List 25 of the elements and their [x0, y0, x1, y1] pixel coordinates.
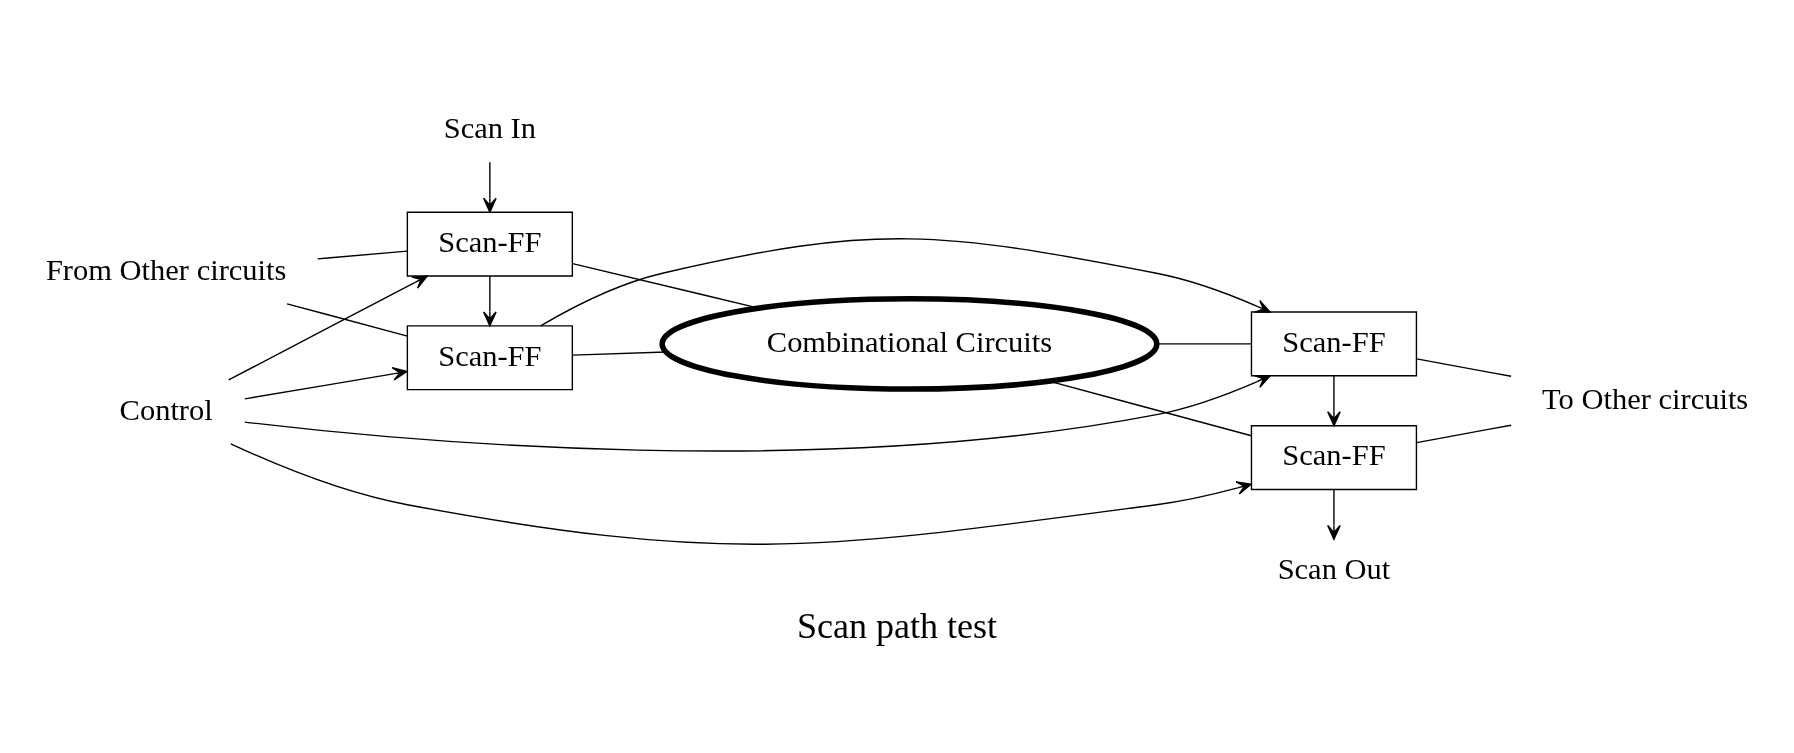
node-text: To Other circuits [1542, 381, 1749, 416]
node-text: Scan In [443, 111, 536, 146]
node-text: Scan Out [1277, 552, 1391, 587]
arrow [1327, 375, 1341, 427]
connector [286, 303, 409, 337]
arrow [1327, 488, 1341, 540]
arrow [244, 367, 408, 400]
node-box: Scan-FF [1250, 311, 1418, 377]
connector [1416, 424, 1512, 444]
arrow [244, 375, 1271, 452]
node-ellipse: Combinational Circuits [659, 296, 1160, 392]
arrow [482, 275, 497, 327]
arrow [539, 238, 1271, 327]
connector [316, 250, 408, 260]
arrow [230, 443, 1252, 545]
arrow [227, 275, 428, 381]
node-text: From Other circuits [45, 252, 287, 287]
caption: Scan path test [796, 605, 998, 646]
node-box: Scan-FF [406, 325, 574, 391]
arrow [482, 161, 497, 213]
connector [1156, 343, 1252, 345]
node-box: Scan-FF [406, 211, 574, 277]
node-text: Control [119, 392, 213, 427]
node-box: Scan-FF [1250, 425, 1418, 491]
connector [1416, 358, 1512, 377]
